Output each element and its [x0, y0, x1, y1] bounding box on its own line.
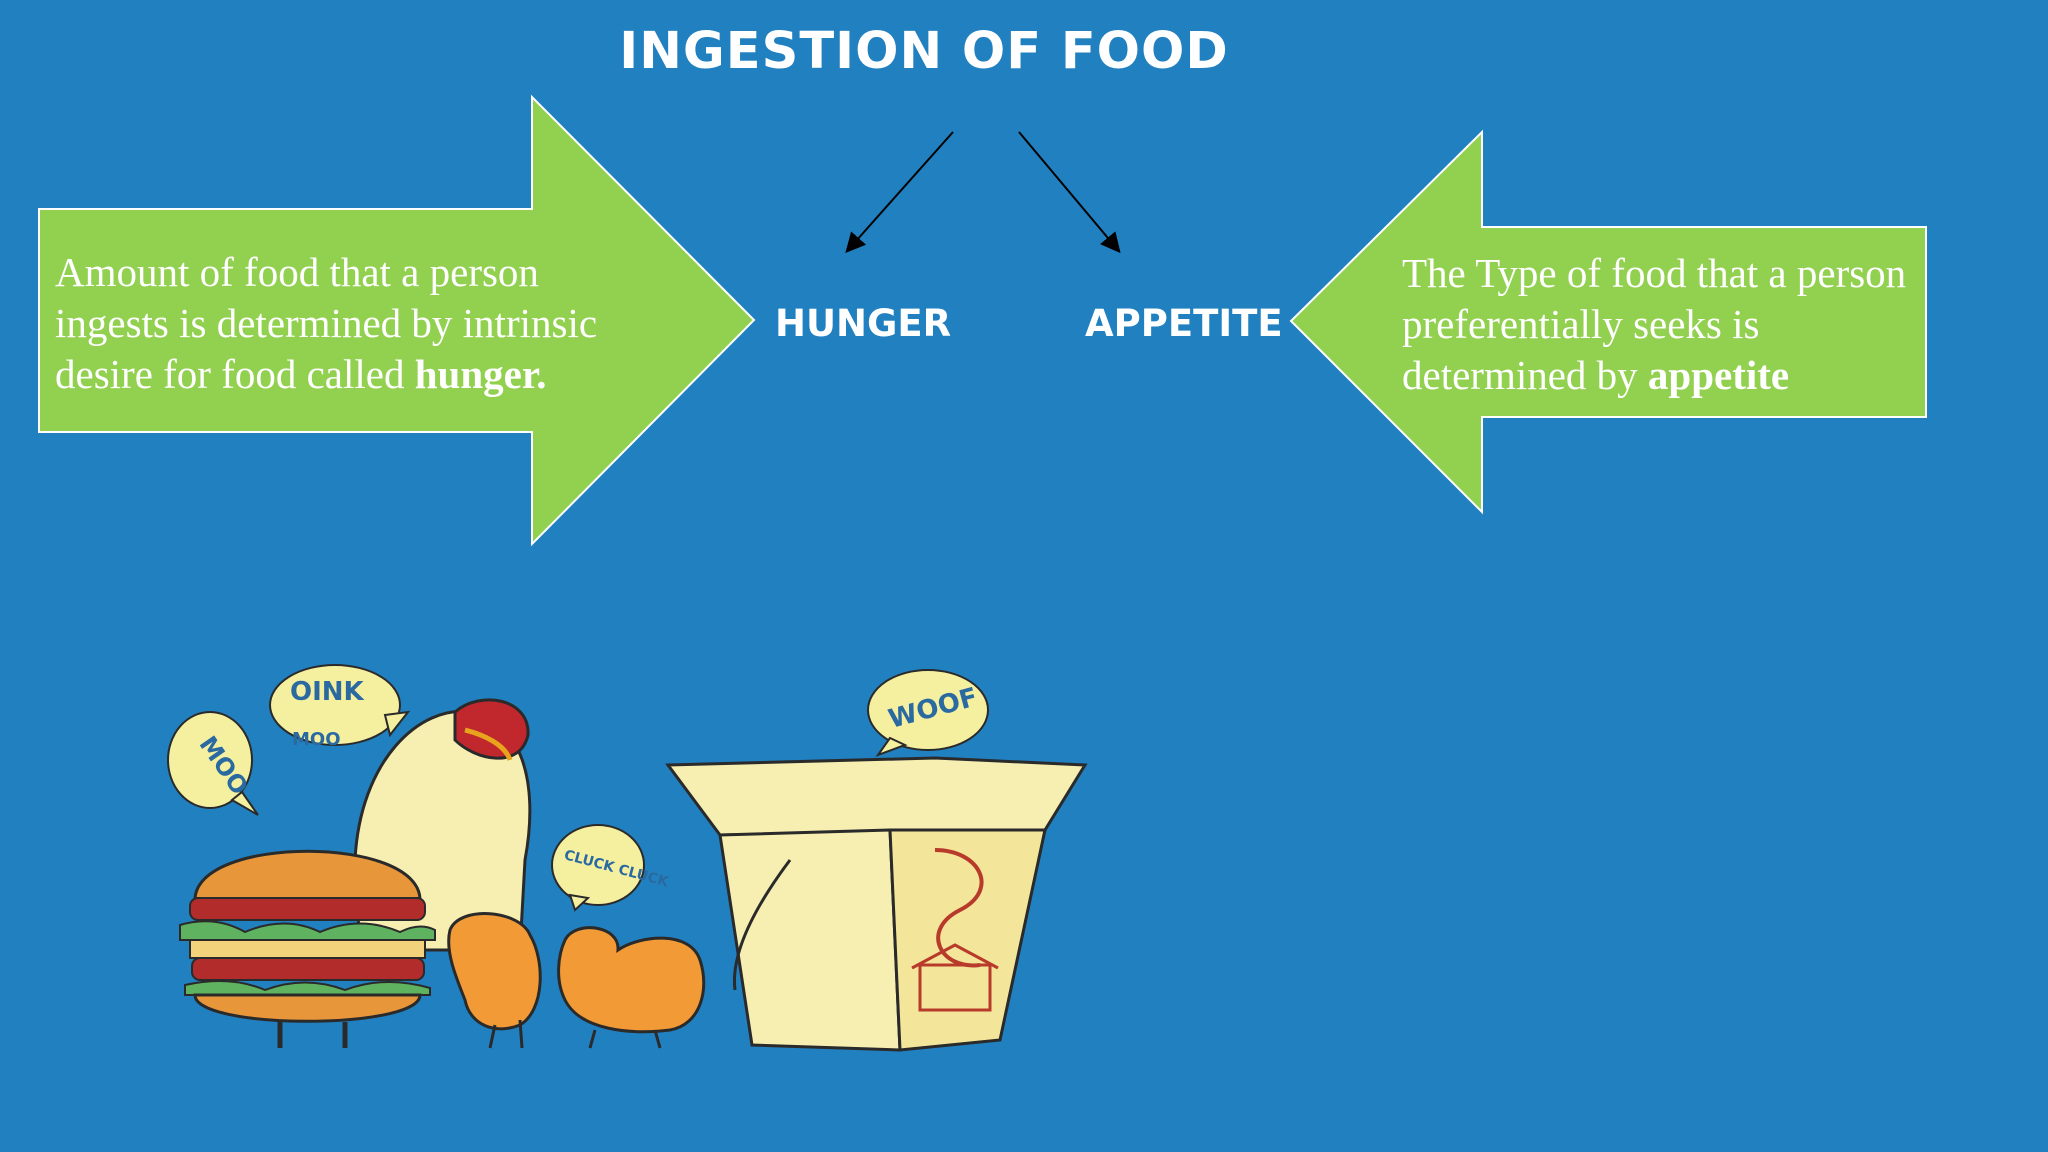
appetite-keyword: appetite: [1647, 352, 1790, 398]
hunger-arrow-shape: [38, 94, 756, 547]
oink-moo-text: MOO: [292, 729, 341, 750]
connector-to-hunger: [845, 131, 954, 253]
appetite-description: The Type of food that a person preferent…: [1402, 248, 1922, 401]
woof-bubble: WOOF: [867, 669, 989, 758]
slide-title: INGESTION OF FOOD: [619, 22, 1229, 81]
connector-to-appetite: [1018, 131, 1121, 254]
takeout-box: [665, 756, 1088, 1052]
oink-bubble-text: OINK: [290, 677, 365, 707]
oink-bubble: OINK MOO: [269, 664, 411, 750]
appetite-arrow-shape: [1289, 129, 1927, 515]
hunger-description: Amount of food that a person ingests is …: [55, 247, 655, 400]
hunger-label: HUNGER: [775, 302, 952, 345]
chicken-nuggets: [447, 912, 706, 1049]
moo-bubble: MOO: [167, 711, 259, 816]
appetite-description-text: The Type of food that a person preferent…: [1402, 250, 1907, 398]
appetite-label: APPETITE: [1085, 302, 1283, 345]
hunger-keyword: hunger.: [414, 351, 547, 397]
hunger-description-text: Amount of food that a person ingests is …: [55, 249, 598, 397]
cluck-bubble: CLUCK CLUCK: [551, 824, 671, 912]
burger: [179, 849, 436, 1048]
